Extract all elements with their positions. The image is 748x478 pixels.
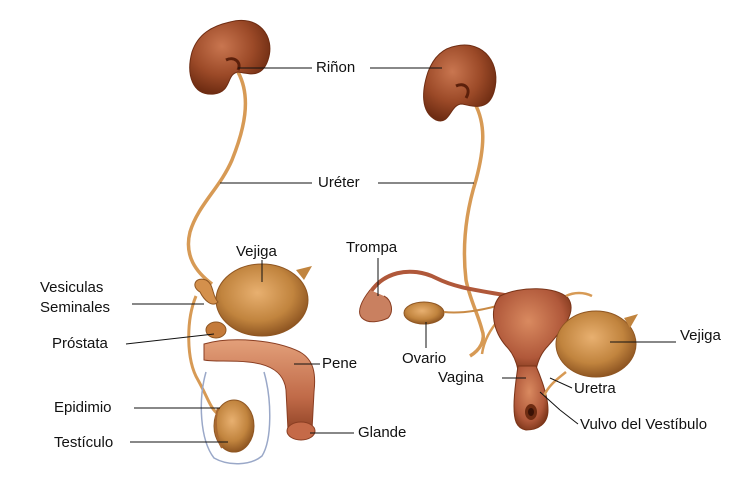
label-rinon: Riñon [316, 59, 356, 76]
male-ureter [186, 71, 248, 286]
label-pene: Pene [322, 355, 358, 372]
seminal-vesicles [194, 278, 219, 305]
female-ureter [462, 94, 485, 358]
female-bladder [555, 310, 637, 378]
prostate [205, 321, 227, 339]
female-kidney [423, 44, 497, 122]
leader-lines [125, 67, 676, 443]
label-testiculo: Testículo [54, 434, 114, 451]
testis [213, 399, 255, 453]
label-ureter: Uréter [318, 174, 360, 191]
label-vejiga-male: Vejiga [236, 243, 277, 260]
label-vulvo-vestibulo: Vulvo del Vestíbulo [580, 416, 708, 433]
fallopian-tube [364, 269, 511, 301]
label-vagina: Vagina [438, 369, 484, 386]
vagina [513, 365, 549, 431]
male-scrotum-outline [200, 371, 271, 465]
glans [286, 421, 316, 441]
label-vesiculas-line2: Seminales [40, 299, 111, 316]
fimbriae [359, 289, 392, 323]
label-uretra: Uretra [574, 380, 616, 397]
label-prostata: Próstata [52, 335, 108, 352]
label-ovario: Ovario [402, 350, 447, 367]
label-epididimo: Epidimio [54, 399, 112, 416]
female-urethra [542, 371, 567, 397]
label-trompa: Trompa [346, 239, 398, 256]
label-vejiga-female: Vejiga [680, 327, 721, 344]
uterus [492, 288, 572, 371]
male-vas-deferens [187, 295, 219, 416]
label-vesiculas-line1: Vesiculas [40, 279, 104, 296]
label-glande: Glande [358, 424, 407, 441]
ovary [403, 301, 445, 325]
